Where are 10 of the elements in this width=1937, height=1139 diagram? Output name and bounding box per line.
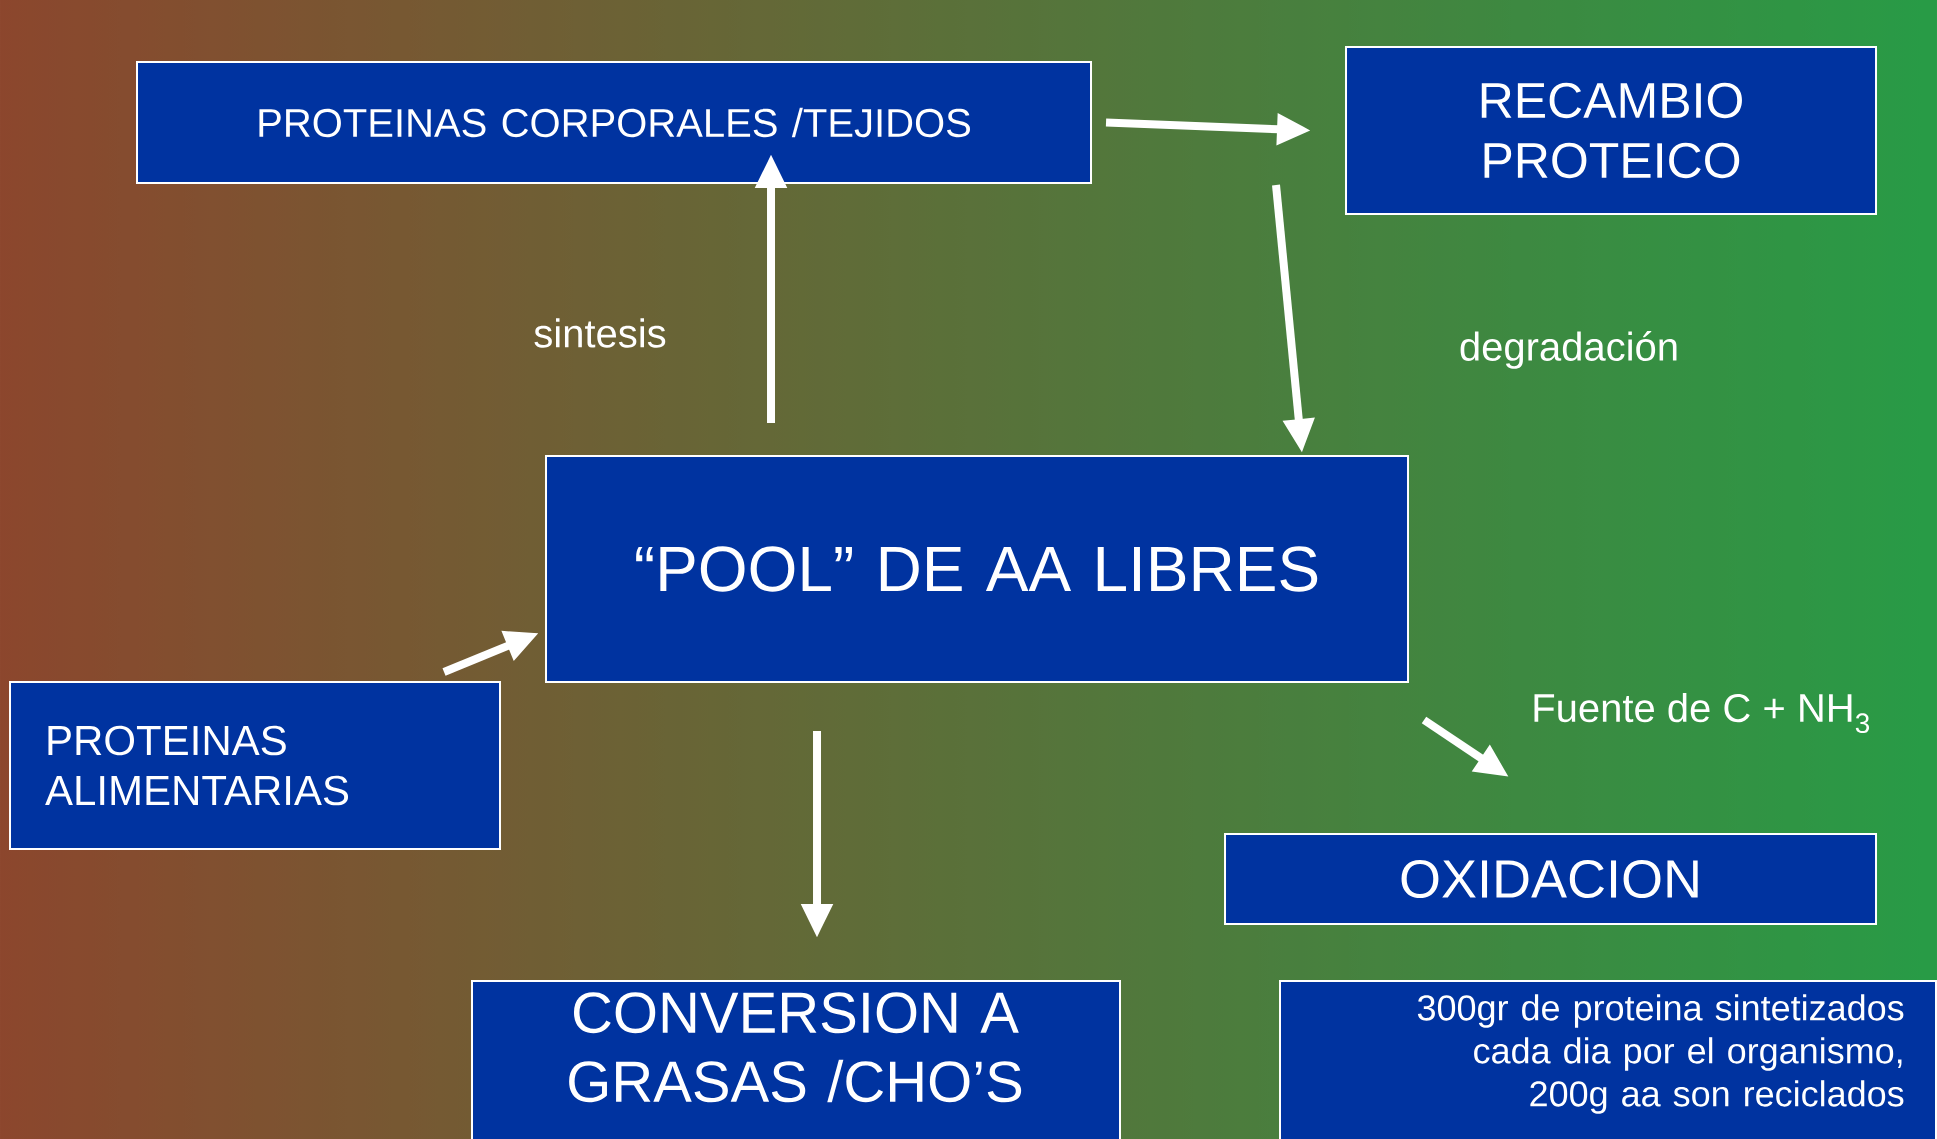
title-box: PROTEINAS CORPORALES /TEJIDOS	[136, 61, 1092, 184]
edge-label: Fuente de C + NH$_{3}$	[1534, 692, 1870, 734]
note-box: 300gr de proteina sintetizados cada dia por el organismo, 200g aa son reciclados	[1279, 980, 1937, 1139]
pool-box: “POOL” DE AA LIBRES	[545, 455, 1409, 683]
input-box: PROTEINAS ALIMENTARIAS	[9, 681, 501, 850]
edge-label: degradación	[1460, 331, 1677, 369]
edge-label: sintesis	[534, 318, 666, 348]
process-box: OXIDACION	[1224, 833, 1877, 925]
process-box: CONVERSION A GRASAS /CHO’S	[471, 980, 1121, 1139]
process-box: RECAMBIO PROTEICO	[1345, 46, 1877, 215]
